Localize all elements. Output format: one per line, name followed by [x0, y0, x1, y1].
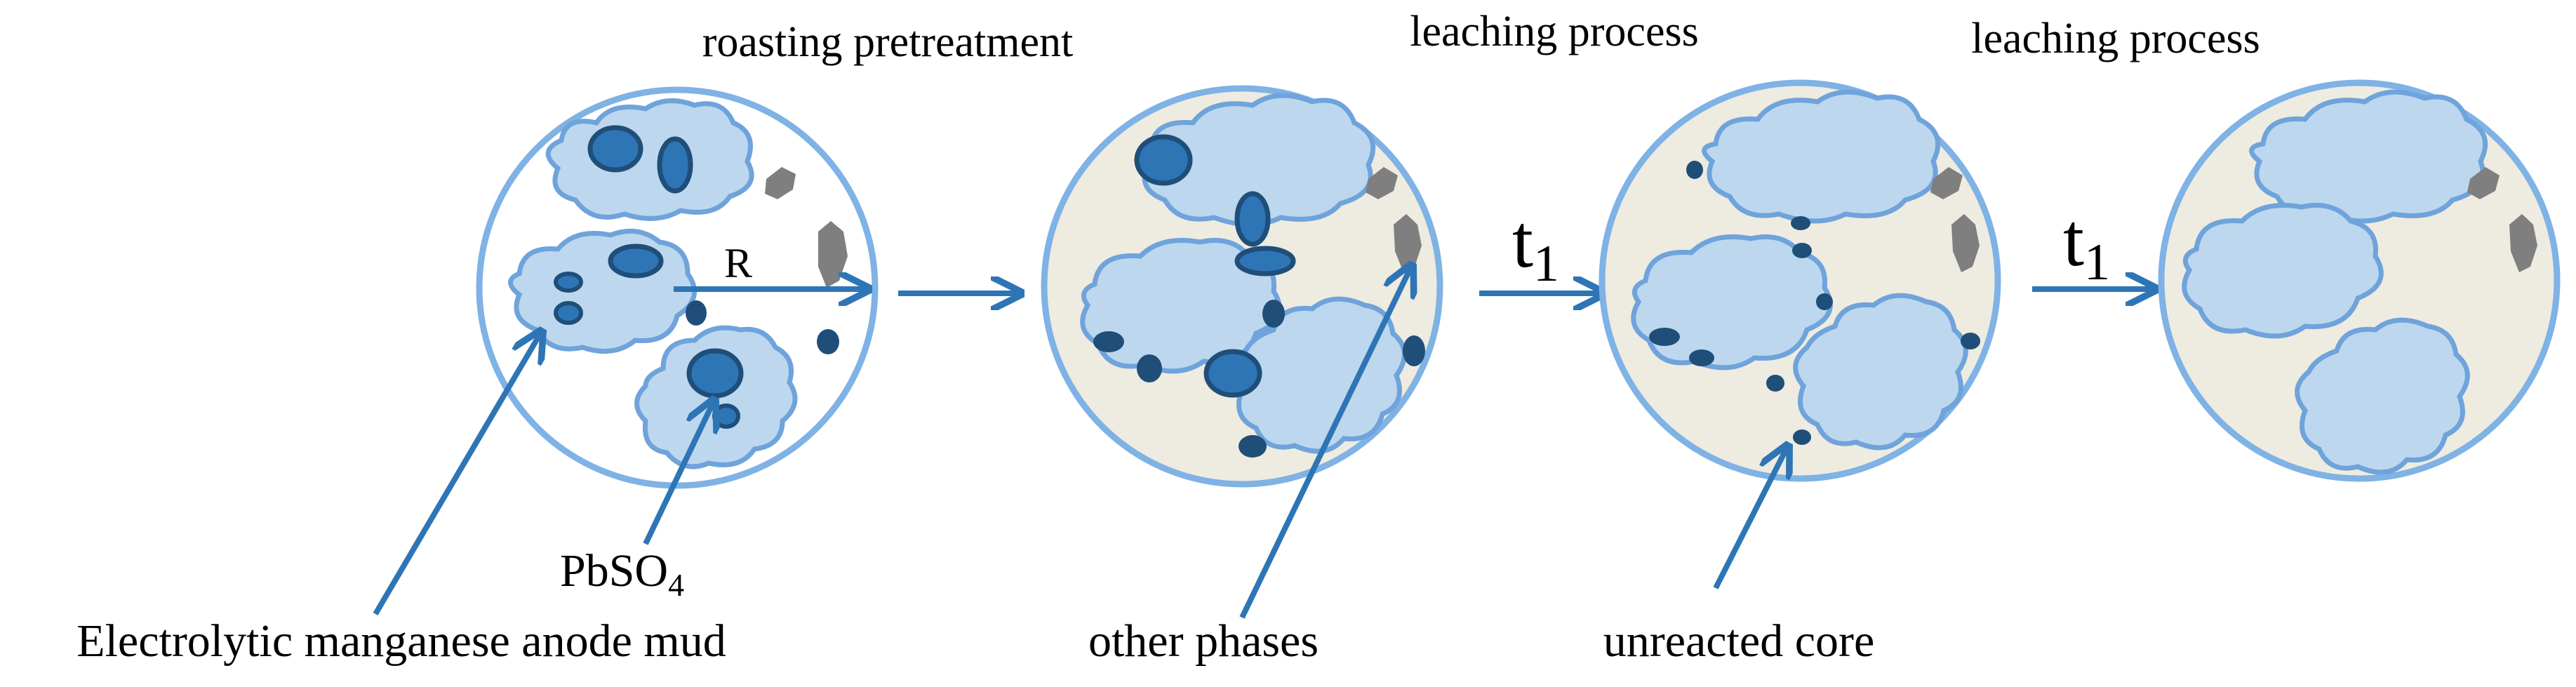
unreacted-core [1961, 333, 1980, 349]
pbso4-core [657, 136, 693, 194]
pointer-arrow-unreacted-core [1713, 446, 1788, 589]
time-label-1: t1 [1512, 200, 1559, 293]
pbso4-core [608, 244, 664, 279]
time-label-main: t [1512, 200, 1533, 284]
unreacted-core [1816, 293, 1833, 310]
particle-leaching-1 [1599, 79, 2001, 482]
time-label-sub: 1 [1533, 235, 1559, 293]
cloud [2182, 203, 2384, 339]
pbso4-core [1234, 191, 1271, 247]
unreacted-core [1791, 216, 1810, 230]
anode-mud-label: Electrolytic manganese anode mud [76, 615, 726, 667]
particle-roasted [1041, 85, 1443, 488]
cloud [1631, 234, 1833, 371]
pbso4-core [712, 403, 740, 429]
dark-particle [1239, 435, 1267, 458]
dark-particle [817, 329, 839, 354]
other-phase [818, 221, 848, 288]
pbso4-core [587, 125, 643, 173]
pointer-arrow-other-phases [1239, 265, 1412, 619]
pointer-arrow-anode-mud [373, 331, 542, 616]
pbso4-core [1134, 134, 1193, 186]
unreacted-core [1793, 429, 1811, 445]
pbso4-label-sub: 4 [668, 567, 684, 603]
particle-leaching-2 [2158, 79, 2561, 482]
unreacted-core [1689, 349, 1714, 366]
time-label-2: t1 [2063, 199, 2110, 291]
pbso4-core [1234, 246, 1296, 276]
pbso4-core [1203, 349, 1262, 398]
dark-particle [1137, 354, 1162, 382]
cloud [2295, 317, 2470, 475]
time-label-sub: 1 [2084, 234, 2110, 291]
radius-label: R [724, 240, 752, 286]
cloud [1793, 293, 1968, 451]
unreacted-core [1686, 161, 1703, 179]
pbso4-core [686, 348, 744, 399]
dark-particle [1093, 331, 1124, 352]
step-label-leaching-1: leaching process [1410, 8, 1698, 55]
pbso4-label: PbSO4 [560, 545, 684, 603]
other-phase [2509, 214, 2537, 272]
pbso4-core [554, 272, 583, 293]
other-phases-label: other phases [1088, 615, 1319, 667]
dark-particle [1262, 300, 1285, 328]
unreacted-core [1792, 243, 1812, 258]
other-phase [1930, 167, 1963, 199]
unreacted-core [1766, 375, 1784, 392]
other-phase [1951, 214, 1980, 272]
unreacted-core-label: unreacted core [1603, 615, 1875, 667]
step-label-roasting: roasting pretreatment [702, 18, 1074, 66]
dark-particle [686, 300, 707, 326]
other-phase [2467, 167, 2500, 199]
pbso4-label-main: PbSO [560, 545, 668, 596]
step-label-leaching-2: leaching process [1971, 15, 2260, 62]
unreacted-core [1649, 328, 1680, 346]
dark-particle [1403, 335, 1425, 366]
pointer-arrow-pbso4 [643, 400, 714, 545]
time-label-main: t [2063, 199, 2084, 282]
other-phase [765, 167, 796, 199]
other-phase [1366, 167, 1398, 199]
pbso4-core [554, 301, 583, 325]
